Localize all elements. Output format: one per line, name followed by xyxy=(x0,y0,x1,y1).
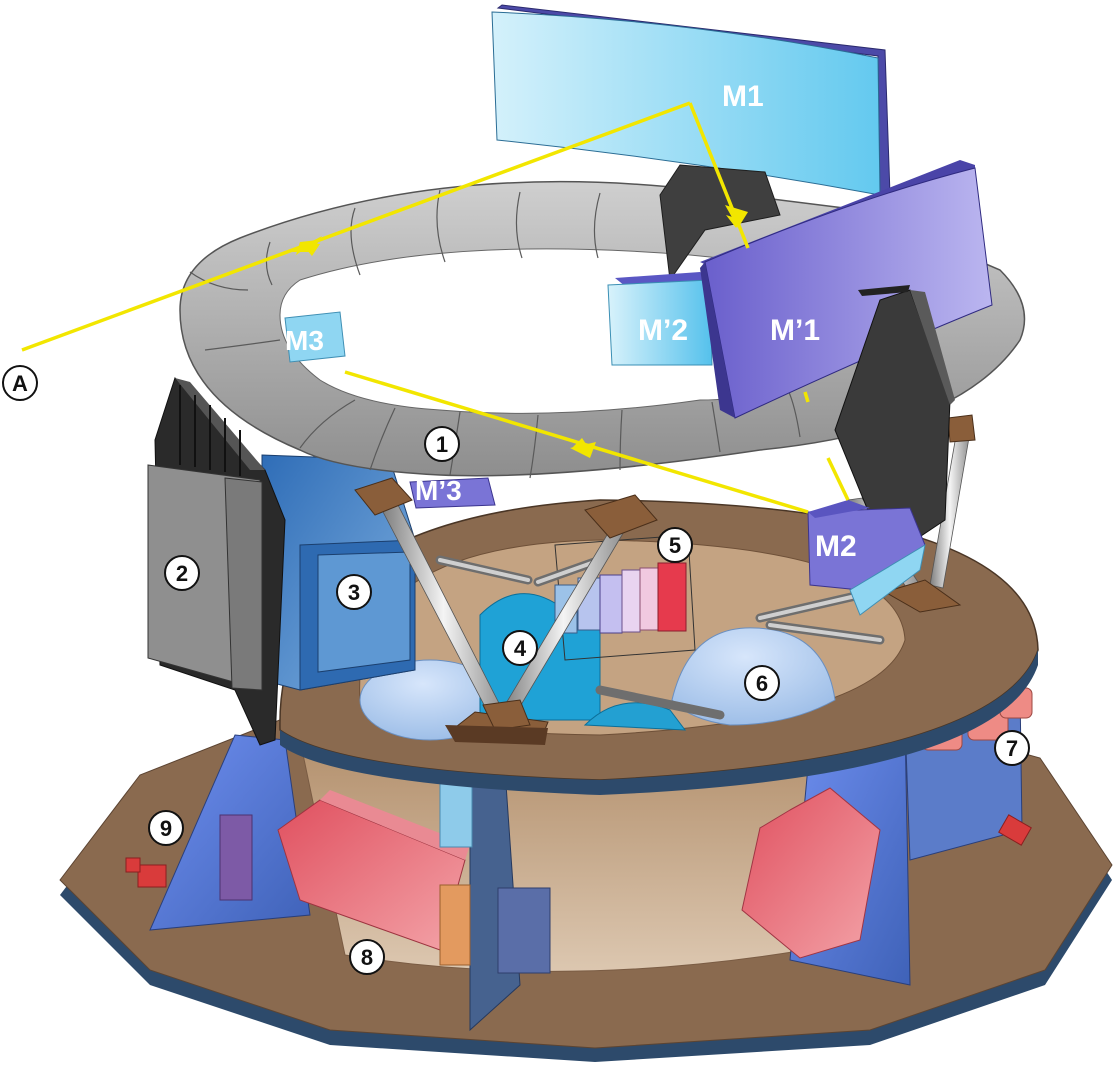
marker-6: 6 xyxy=(744,665,780,701)
svg-text:3: 3 xyxy=(348,580,360,605)
mirror-m2 xyxy=(807,500,926,616)
equipment-8-boxes xyxy=(277,790,551,974)
bracket-dark-left xyxy=(445,725,548,745)
svg-text:A: A xyxy=(12,371,28,396)
thruster-7-right xyxy=(998,814,1032,846)
thruster-9 xyxy=(125,857,167,888)
marker-3: 3 xyxy=(336,574,372,610)
svg-text:8: 8 xyxy=(361,945,373,970)
mirror-m3-prime xyxy=(409,477,496,509)
svg-text:6: 6 xyxy=(756,671,768,696)
marker-7: 7 xyxy=(994,730,1030,766)
marker-1: 1 xyxy=(424,426,460,462)
marker-8: 8 xyxy=(349,939,385,975)
label-m3: M3 xyxy=(285,325,324,356)
label-m3-prime: M’3 xyxy=(415,475,462,506)
label-m2-prime: M’2 xyxy=(638,314,688,347)
svg-text:4: 4 xyxy=(514,636,527,661)
label-m1-prime: M’1 xyxy=(770,314,820,347)
svg-text:1: 1 xyxy=(436,432,448,457)
mirror-m2-dark-panel xyxy=(834,285,955,541)
arrow-head-1 xyxy=(292,236,322,252)
arrow-head-3 xyxy=(570,442,596,458)
equipment-purple-box xyxy=(219,814,253,901)
mirror-m2-prime xyxy=(607,272,713,366)
marker-2: 2 xyxy=(164,555,200,591)
marker-9: 9 xyxy=(148,810,184,846)
radiator-2 xyxy=(147,377,286,746)
mirror-m3 xyxy=(284,311,346,363)
svg-text:5: 5 xyxy=(669,533,681,558)
instrument-4-lower xyxy=(583,702,687,731)
mirror-m1-prime xyxy=(700,160,993,419)
arrow-head-2 xyxy=(725,205,748,228)
equipment-red-hexagon xyxy=(741,787,881,959)
svg-text:7: 7 xyxy=(1006,736,1018,761)
marker-5: 5 xyxy=(657,527,693,563)
svg-text:9: 9 xyxy=(160,816,172,841)
marker-a: A xyxy=(2,365,38,401)
label-m1: M1 xyxy=(722,80,764,113)
label-m2: M2 xyxy=(815,530,857,563)
marker-4: 4 xyxy=(502,630,538,666)
svg-text:2: 2 xyxy=(176,561,188,586)
internal-arms-highlight xyxy=(438,558,882,642)
